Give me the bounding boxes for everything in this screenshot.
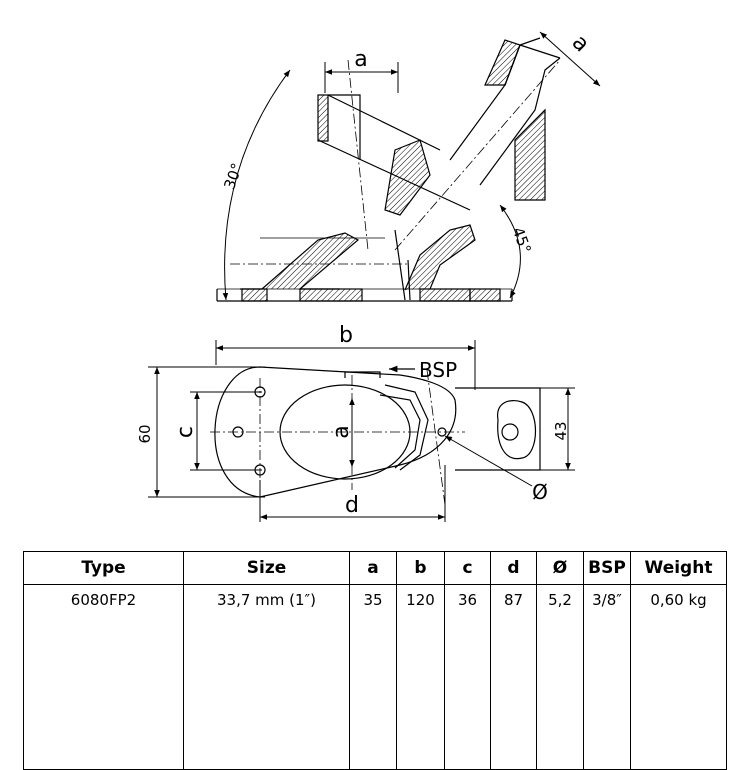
cell-diameter: 5,2 bbox=[536, 584, 584, 770]
header-c: c bbox=[444, 551, 491, 585]
header-size: Size bbox=[183, 551, 350, 585]
dim-c bbox=[190, 391, 262, 471]
dim-a-left-label: a bbox=[354, 47, 367, 72]
header-a: a bbox=[349, 551, 397, 585]
angle-45-label: 45° bbox=[509, 225, 535, 256]
dim-c-label: c bbox=[173, 426, 198, 438]
dim-43-label: 43 bbox=[552, 421, 570, 440]
header-bsp: BSP bbox=[583, 551, 631, 585]
table-header-row: Type Size a b c d Ø BSP Weight bbox=[23, 551, 727, 585]
dim-b-label: b bbox=[339, 323, 353, 348]
cell-bsp: 3/8″ bbox=[583, 584, 631, 770]
cell-type: 6080FP2 bbox=[23, 584, 184, 770]
cell-d: 87 bbox=[490, 584, 537, 770]
header-type: Type bbox=[23, 551, 184, 585]
side-view-centerlines bbox=[230, 59, 561, 265]
dim-a-plan-label: a bbox=[329, 425, 354, 438]
cell-c: 36 bbox=[444, 584, 491, 770]
dim-a-right-label: a bbox=[567, 30, 594, 57]
side-section-view bbox=[216, 37, 561, 302]
diameter-leader bbox=[444, 435, 533, 487]
cell-weight: 0,60 kg bbox=[630, 584, 727, 770]
cell-size: 33,7 mm (1″) bbox=[183, 584, 350, 770]
dim-a-left bbox=[324, 62, 399, 93]
header-b: b bbox=[396, 551, 445, 585]
header-weight: Weight bbox=[630, 551, 727, 585]
angle-30-label: 30° bbox=[220, 161, 246, 192]
bsp-label: BSP bbox=[419, 358, 457, 382]
cell-b: 120 bbox=[396, 584, 445, 770]
dim-d-label: d bbox=[345, 493, 359, 518]
header-diameter: Ø bbox=[536, 551, 584, 585]
table-row: 6080FP2 33,7 mm (1″) 35 120 36 87 5,2 3/… bbox=[23, 584, 727, 770]
header-d: d bbox=[490, 551, 537, 585]
dim-b bbox=[215, 340, 476, 390]
dim-60-label: 60 bbox=[136, 424, 154, 443]
dim-a-right bbox=[539, 31, 601, 87]
spec-table: Type Size a b c d Ø BSP Weight 6080FP2 3… bbox=[23, 551, 727, 770]
dim-43 bbox=[540, 387, 575, 471]
angle-30-arc bbox=[222, 69, 291, 301]
dim-d bbox=[259, 465, 446, 522]
angle-45-arc bbox=[499, 204, 521, 299]
dim-60 bbox=[148, 366, 265, 498]
diameter-label: Ø bbox=[532, 480, 548, 504]
cell-a: 35 bbox=[349, 584, 397, 770]
technical-drawing: a a 30° 45° bbox=[136, 30, 601, 522]
